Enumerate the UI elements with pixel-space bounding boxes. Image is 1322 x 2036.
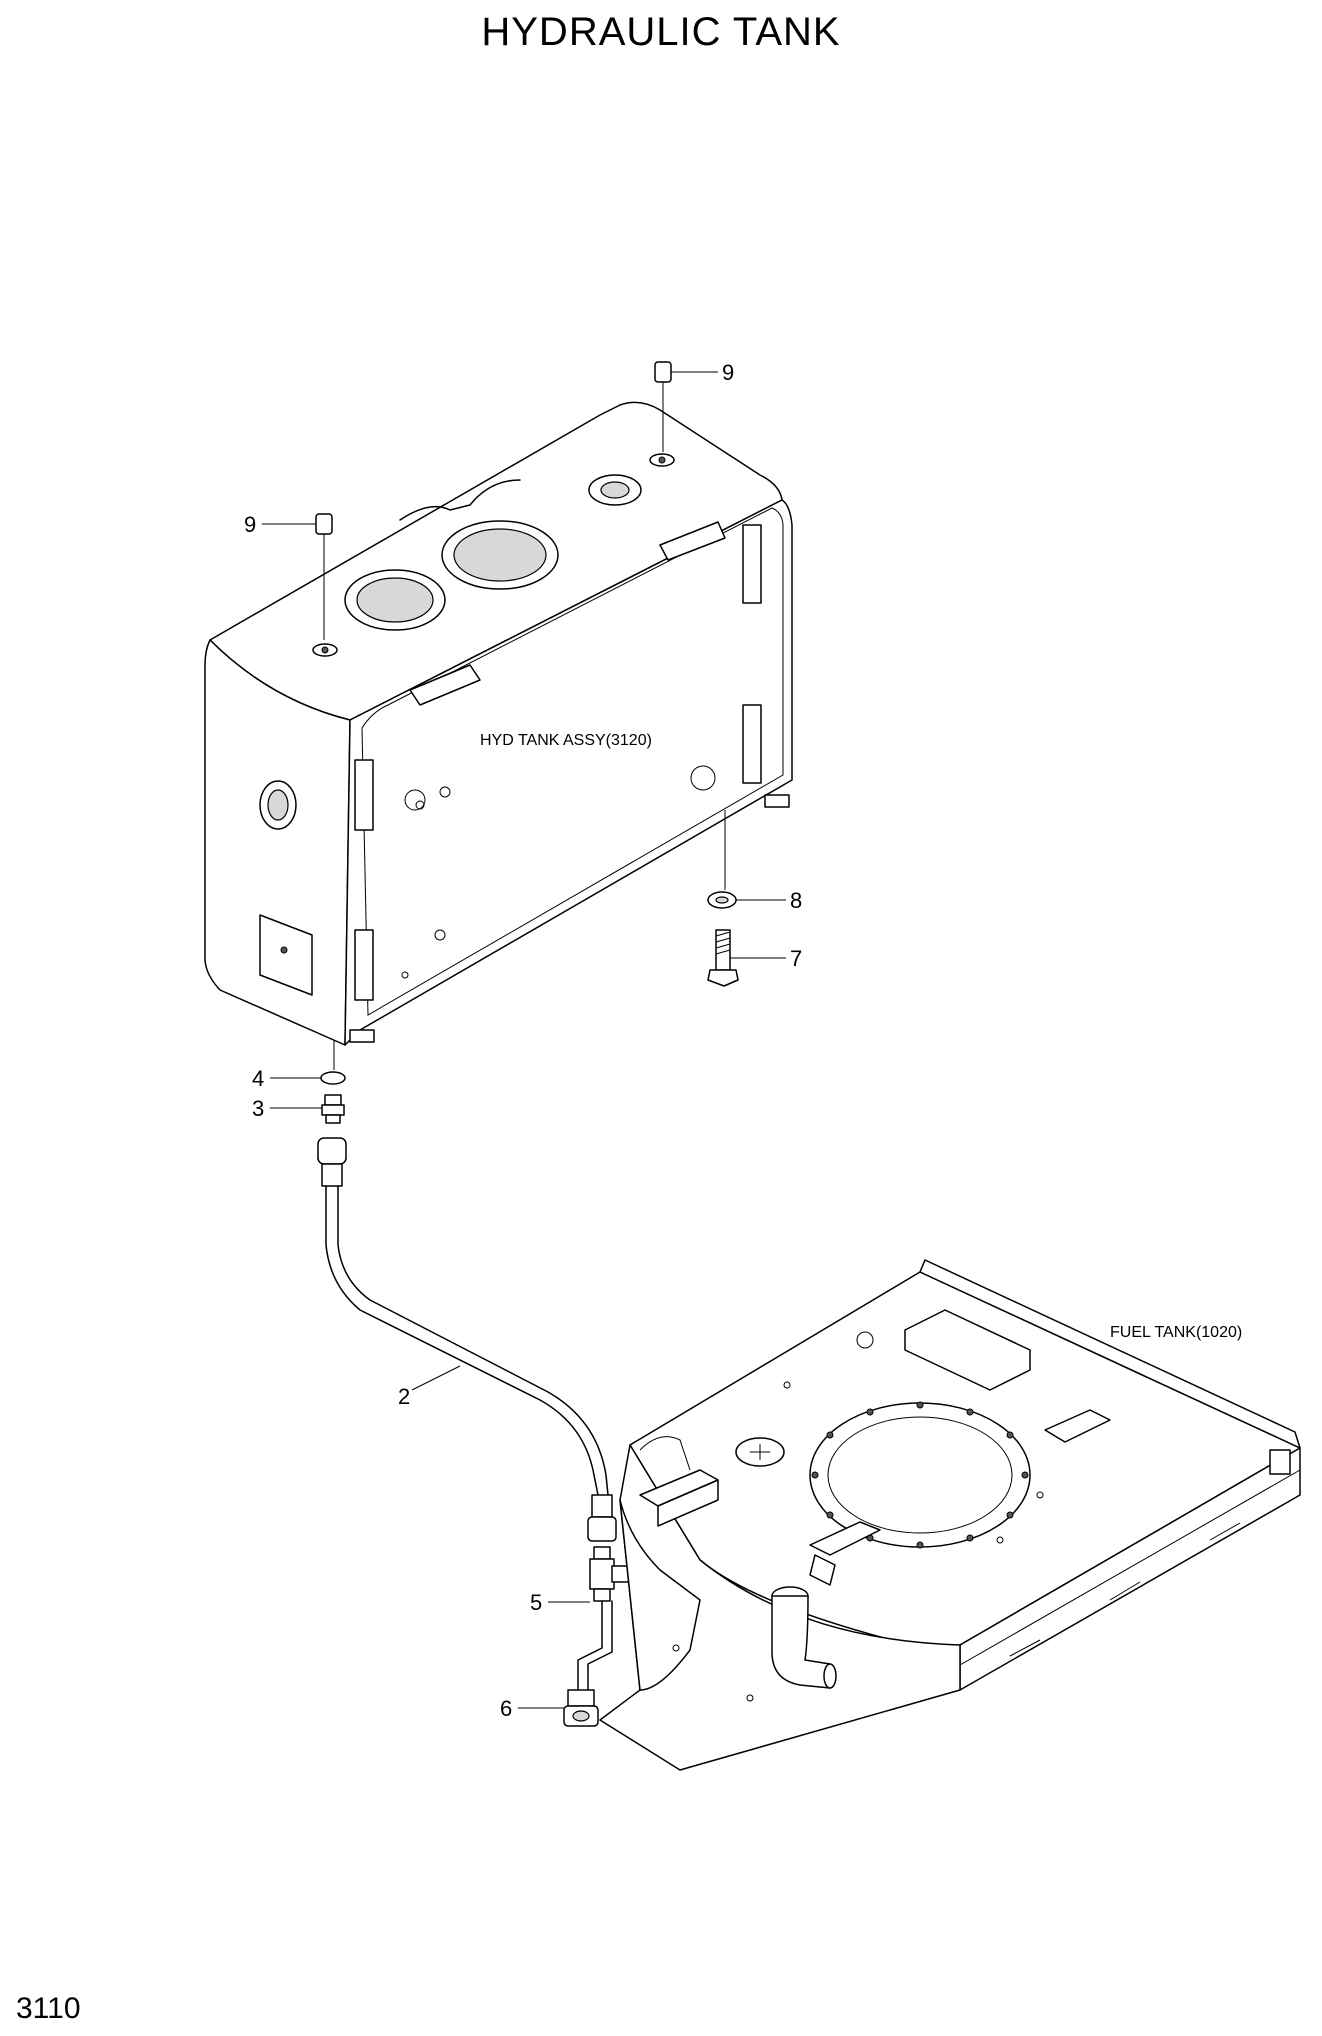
callout-2: 2 xyxy=(398,1384,410,1409)
part-9-cap-left xyxy=(315,513,333,640)
callout-5: 5 xyxy=(530,1590,542,1615)
part-3-connector xyxy=(321,1094,345,1124)
bracket-top-1 xyxy=(409,664,481,706)
callout-9-left: 9 xyxy=(244,512,256,537)
callout-4: 4 xyxy=(252,1066,264,1091)
fuel-tank xyxy=(599,1259,1301,1771)
callout-7: 7 xyxy=(790,946,802,971)
breather-right xyxy=(649,453,675,467)
fuel-tank-elbow xyxy=(771,1586,837,1689)
hydraulic-tank xyxy=(204,401,793,1046)
page-title: HYDRAULIC TANK xyxy=(481,10,841,54)
page-number: 3110 xyxy=(16,1992,81,2025)
bracket-front-right-top xyxy=(742,524,762,604)
callout-3: 3 xyxy=(252,1096,264,1121)
callouts: 9 9 8 7 4 3 2 5 6 xyxy=(244,360,802,1721)
bracket-front-right-mid xyxy=(742,704,762,784)
breather-left xyxy=(312,643,338,657)
part-9-cap-right xyxy=(654,361,672,452)
tank-left-face xyxy=(204,639,351,1046)
bracket-front-left-bot xyxy=(354,929,374,1001)
callout-6: 6 xyxy=(500,1696,512,1721)
callout-8: 8 xyxy=(790,888,802,913)
fuel-tank-flange xyxy=(809,1402,1031,1548)
fuel-tank-label: FUEL TANK(1020) xyxy=(1110,1324,1242,1341)
part-6-adapter xyxy=(563,1689,599,1727)
hyd-tank-label: HYD TANK ASSY(3120) xyxy=(480,732,652,749)
fuel-tank-bottom-plate xyxy=(599,1444,961,1771)
callout-9-right: 9 xyxy=(722,360,734,385)
part-5-tee xyxy=(589,1546,631,1602)
part-8-washer xyxy=(707,891,737,909)
part-2-hose xyxy=(317,1137,617,1542)
bracket-top-2 xyxy=(659,521,726,561)
part-4-o-ring xyxy=(320,1071,346,1085)
part-7-bolt xyxy=(707,929,739,987)
tank-front-face xyxy=(344,499,793,1046)
bracket-front-left-top xyxy=(354,759,374,831)
cover-plate xyxy=(259,914,313,996)
